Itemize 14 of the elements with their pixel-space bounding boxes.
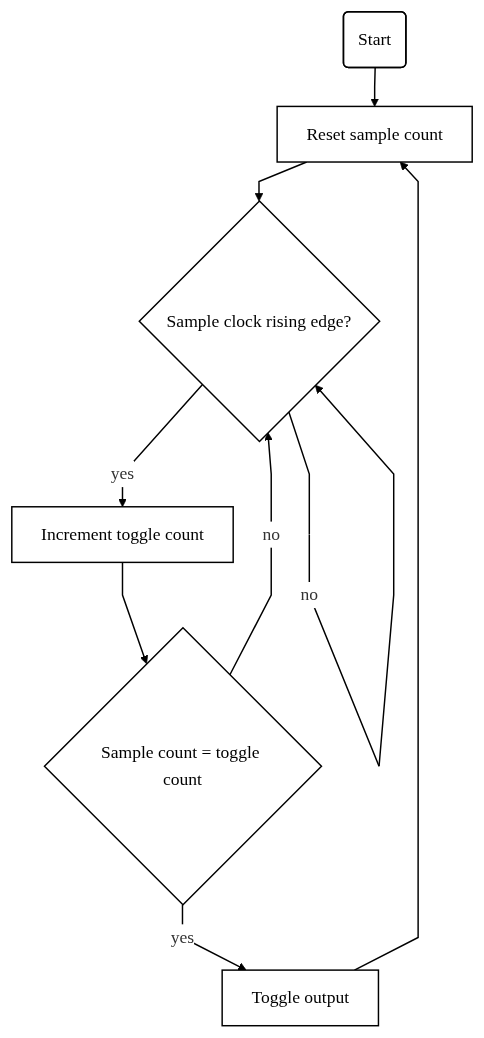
arrow bbox=[288, 384, 395, 768]
node-diamond: Sample clock rising edge? bbox=[138, 200, 381, 443]
node-box: Increment toggle count bbox=[11, 506, 234, 564]
arrow bbox=[229, 432, 273, 676]
arrow bbox=[370, 67, 379, 108]
arrow bbox=[353, 161, 419, 972]
edge-label: no bbox=[262, 524, 280, 545]
node-box: Toggle output bbox=[221, 969, 380, 1027]
edge-label: yes bbox=[110, 464, 135, 484]
arrow bbox=[121, 561, 149, 665]
node-box: Reset sample count bbox=[276, 105, 473, 163]
node-diamond: Sample count = toggle count bbox=[43, 626, 323, 907]
edge-label: no bbox=[300, 585, 319, 605]
edge-label: yes bbox=[170, 927, 195, 947]
